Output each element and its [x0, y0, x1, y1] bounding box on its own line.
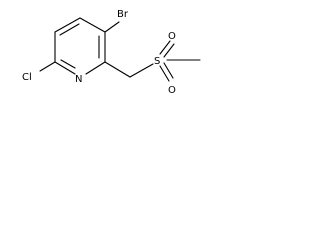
ring-bond-c3-c4 — [79, 17, 106, 33]
bond-s-o-top-a — [159, 40, 171, 55]
chemical-structure-diagram: Br Cl N S O O — [22, 9, 201, 96]
ring-bond-c4-c5-inner — [59, 23, 80, 36]
atom-label-chlorine: Cl — [22, 72, 32, 83]
bond-c3-br — [104, 21, 120, 33]
ring-bond-c6-n-inner — [60, 59, 76, 69]
bond-ch2-s — [129, 63, 154, 78]
bond-s-o-bottom-a — [159, 65, 170, 82]
bond-c2-ch2 — [104, 61, 131, 78]
bond-c6-cl — [39, 61, 56, 72]
atom-label-nitrogen: N — [75, 74, 82, 85]
ring-bond-n-c2 — [85, 61, 106, 75]
ring-bond-c6-n-outer — [54, 61, 76, 75]
bond-s-o-bottom-b — [163, 62, 174, 79]
atom-label-oxygen-bottom: O — [168, 85, 176, 96]
atom-label-bromine: Br — [117, 9, 129, 20]
atom-label-sulfur: S — [154, 56, 160, 67]
bond-s-o-top-b — [163, 43, 175, 58]
atom-label-oxygen-top: O — [168, 31, 176, 42]
ring-bond-c4-c5-outer — [54, 17, 81, 33]
